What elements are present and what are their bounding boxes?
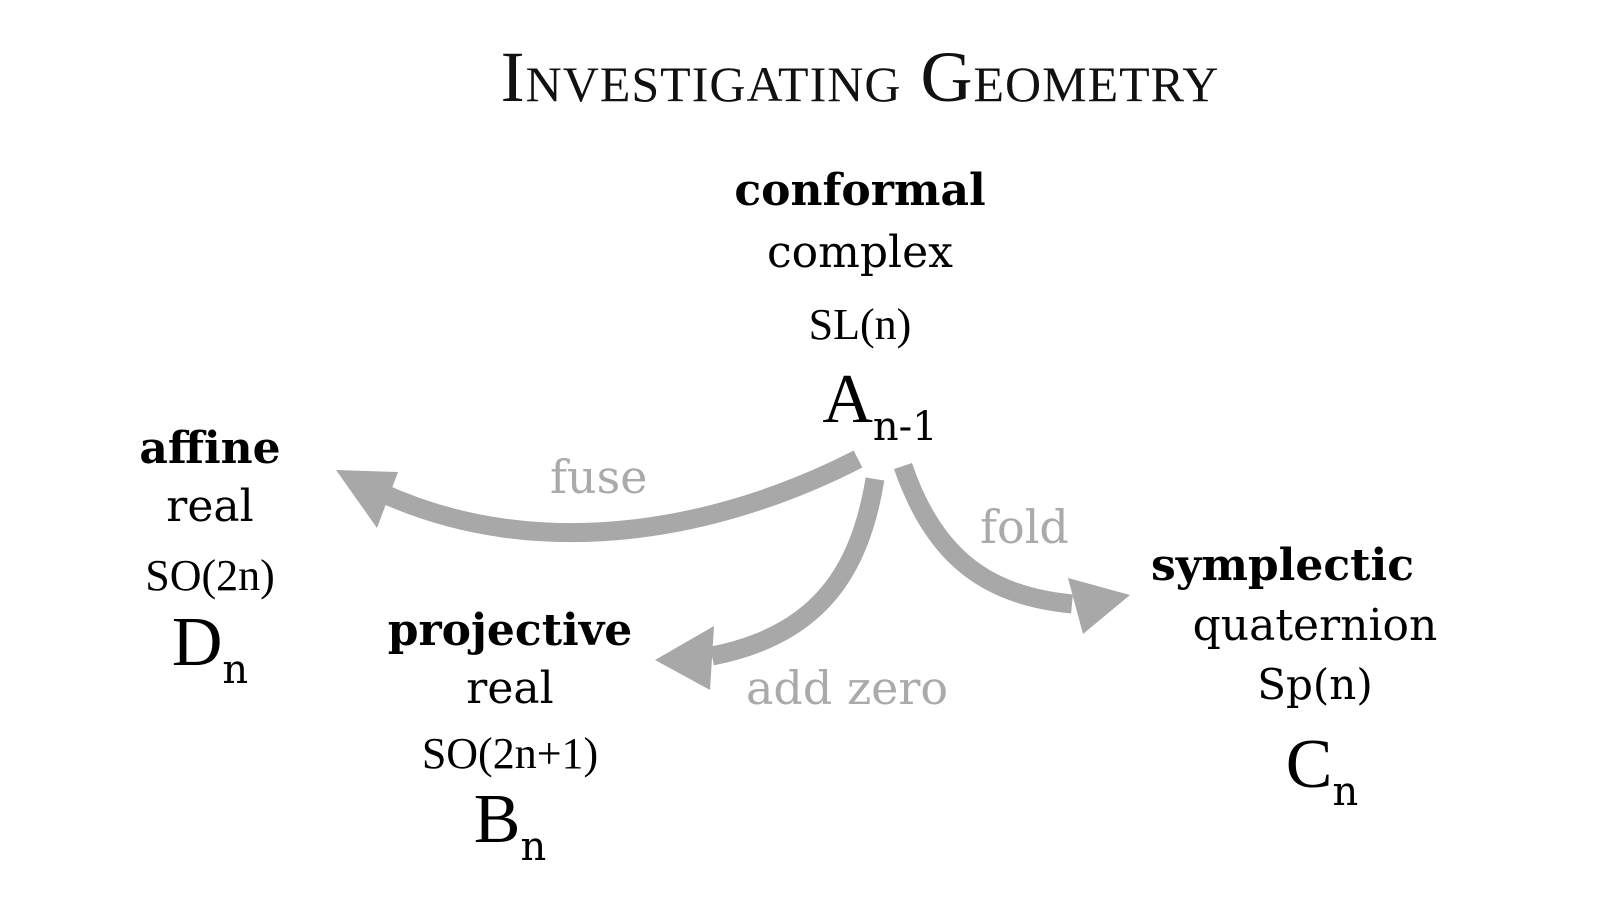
symplectic-dynkin: Cn — [1125, 725, 1505, 815]
projective-dynkin: Bn — [345, 780, 675, 870]
affine-dynkin-letter: D — [171, 604, 223, 681]
node-projective: projective real SO(2n+1) Bn — [345, 605, 675, 870]
conformal-dynkin: An-1 — [660, 360, 1060, 450]
arrow-fold — [894, 462, 1073, 614]
arrowhead-add-zero — [655, 626, 714, 690]
node-conformal: conformal complex SL(n) An-1 — [660, 165, 1060, 450]
edge-label-fuse: fuse — [550, 450, 648, 504]
conformal-group: SL(n) — [808, 300, 912, 349]
symplectic-dynkin-letter: C — [1285, 726, 1333, 803]
affine-dynkin-sub: n — [222, 647, 249, 693]
conformal-dynkin-letter: A — [822, 361, 873, 438]
node-affine: affine real SO(2n) Dn — [60, 423, 360, 693]
node-symplectic: symplectic quaternion Sp(n) Cn — [1125, 540, 1505, 840]
affine-group: SO(2n) — [145, 551, 275, 600]
affine-dynkin: Dn — [60, 603, 360, 693]
projective-dynkin-letter: B — [473, 781, 521, 858]
arrowhead-fold — [1068, 578, 1130, 634]
conformal-field: complex — [767, 227, 953, 278]
diagram-title: Investigating Geometry — [500, 37, 1220, 117]
symplectic-kind: symplectic — [1151, 540, 1414, 591]
projective-kind: projective — [387, 605, 633, 656]
arrow-fuse — [378, 450, 863, 543]
symplectic-dynkin-sub: n — [1332, 769, 1359, 815]
conformal-dynkin-sub: n-1 — [872, 404, 938, 450]
arrowhead-fuse — [336, 470, 398, 528]
conformal-kind: conformal — [734, 165, 986, 216]
projective-dynkin-sub: n — [520, 824, 547, 870]
projective-group: SO(2n+1) — [421, 729, 599, 778]
projective-field: real — [466, 663, 554, 714]
arrow-add-zero — [710, 477, 885, 666]
symplectic-field: quaternion — [1192, 600, 1438, 651]
symplectic-group: Sp(n) — [1257, 660, 1373, 709]
edge-label-add-zero: add zero — [746, 661, 949, 715]
edge-label-fold: fold — [980, 500, 1069, 554]
affine-field: real — [166, 481, 254, 532]
affine-kind: affine — [139, 423, 281, 474]
